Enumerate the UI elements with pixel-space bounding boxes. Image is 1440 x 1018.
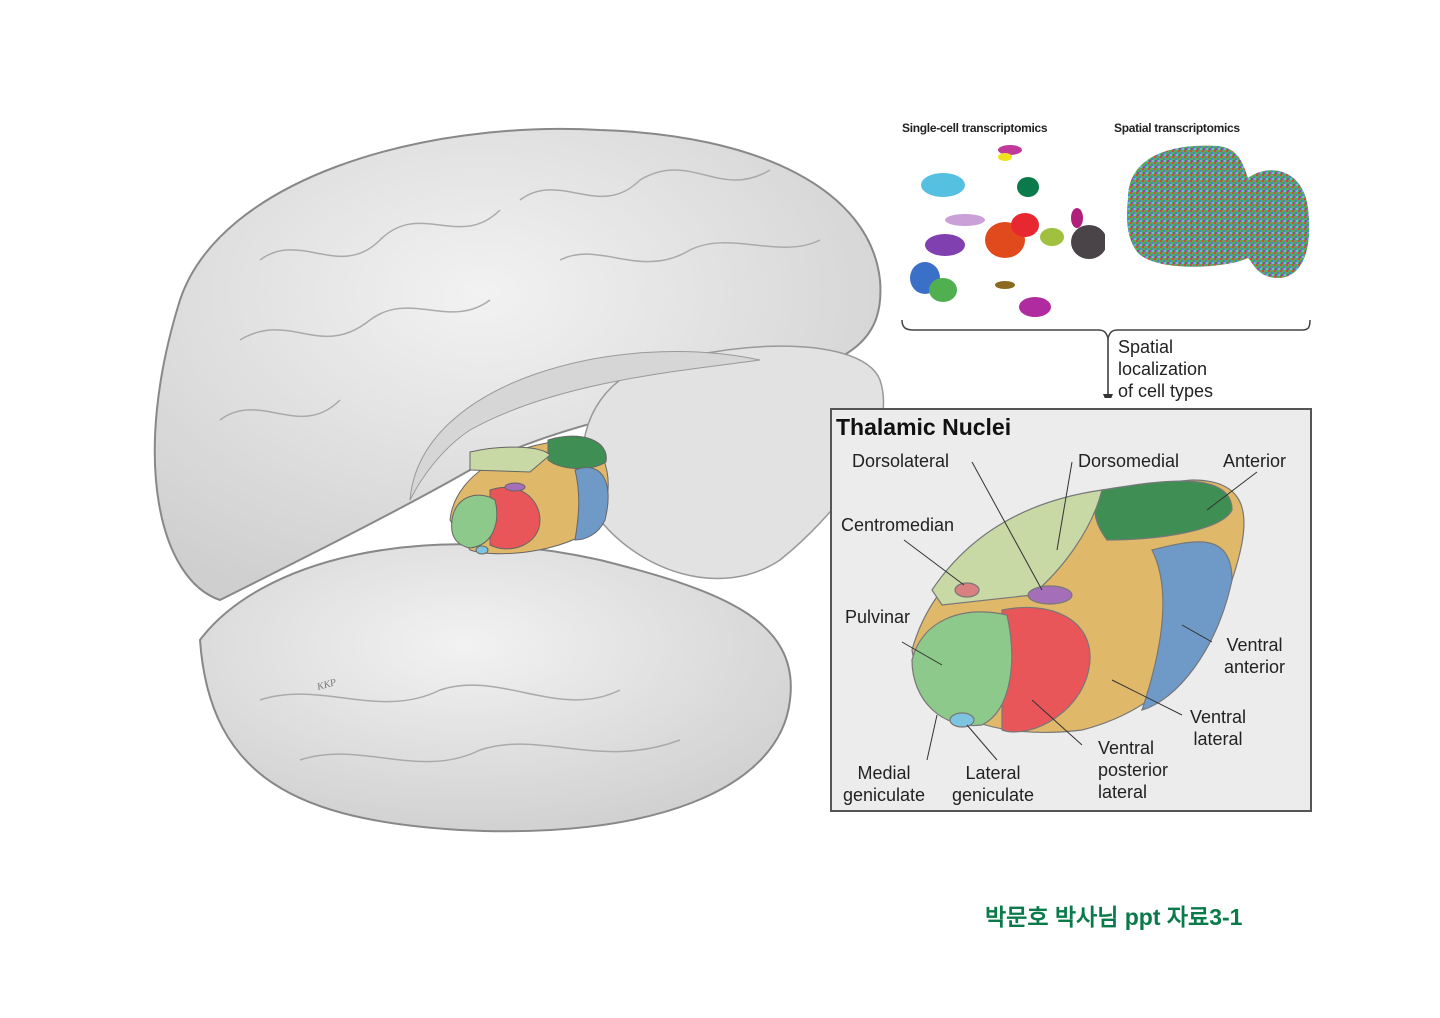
label-anterior: Anterior <box>1223 451 1287 471</box>
label-dorsolateral: Dorsolateral <box>852 451 950 471</box>
label-centromedian: Centromedian <box>841 515 955 535</box>
thalamic-nuclei-inset <box>830 408 1312 812</box>
single-cell-title: Single-cell transcriptomics <box>902 121 1048 135</box>
gyri-lines <box>219 169 821 763</box>
artist-signature: KKP <box>315 677 338 693</box>
brain-illustration: KKP <box>153 127 885 833</box>
spatial-title: Spatial transcriptomics <box>1114 121 1240 135</box>
label-dorsomedial: Dorsomedial <box>1078 451 1180 471</box>
small-thalamus <box>449 435 609 555</box>
caption: 박문호 박사님 ppt 자료3-1 <box>985 904 1243 930</box>
inset-title: Thalamic Nuclei <box>836 414 1012 440</box>
arrow-label: Spatial localization of cell types <box>1118 337 1214 401</box>
spatial-map <box>1127 145 1310 278</box>
umap-clusters <box>910 145 1105 317</box>
corpus-callosum <box>409 351 761 501</box>
brace-arrow <box>901 319 1311 398</box>
thalamus-detail <box>901 461 1258 761</box>
label-pulvinar: Pulvinar <box>845 607 911 627</box>
